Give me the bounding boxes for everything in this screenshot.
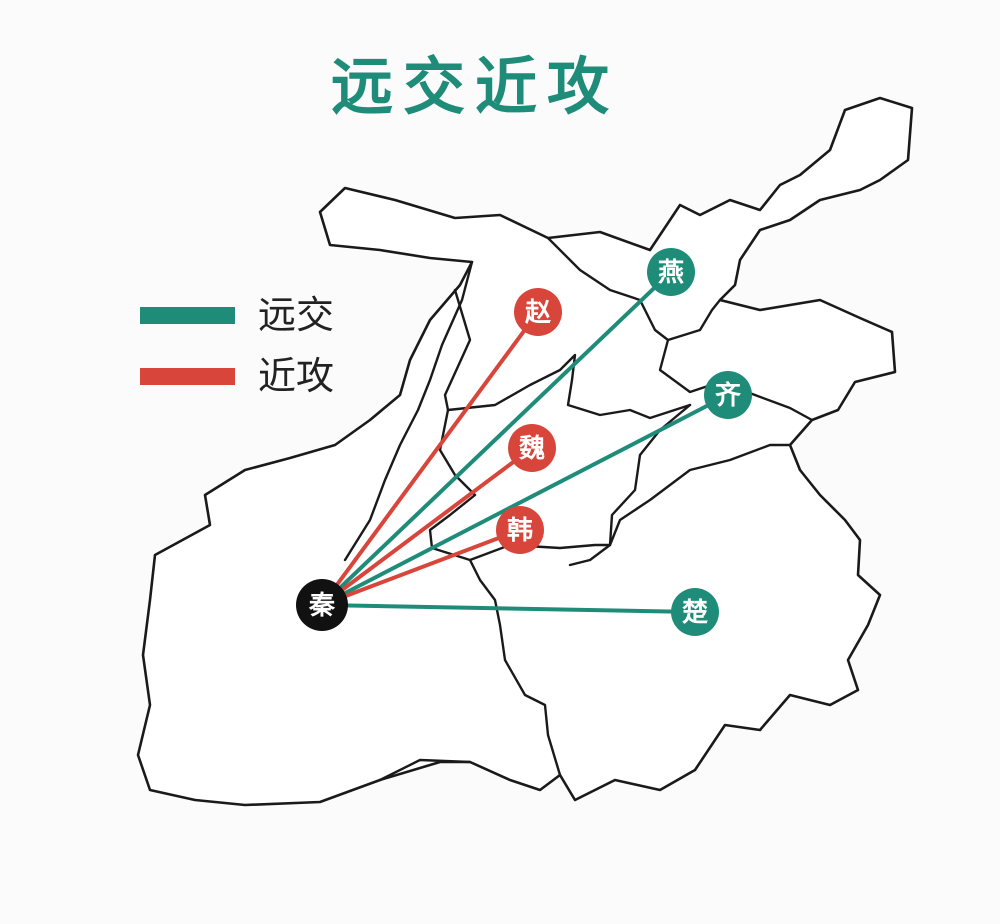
- qin-circle: [296, 579, 348, 631]
- legend: 远交 近攻: [140, 293, 334, 398]
- border-qin-south: [378, 758, 472, 782]
- node-zhao[interactable]: 赵: [514, 288, 562, 336]
- legend-near-label: 近攻: [258, 354, 334, 398]
- han-circle: [496, 506, 544, 554]
- chu-circle: [671, 588, 719, 636]
- legend-far-label: 远交: [258, 293, 334, 337]
- node-wei[interactable]: 魏: [508, 424, 556, 472]
- qin-label: 秦: [308, 591, 336, 621]
- node-han[interactable]: 韩: [496, 506, 544, 554]
- line-han: [320, 528, 522, 607]
- legend-near-swatch: [140, 368, 235, 385]
- border-wei-han: [428, 408, 612, 562]
- node-qin[interactable]: 秦: [296, 579, 348, 631]
- line-yan: [320, 270, 673, 607]
- wei-label: 魏: [518, 434, 545, 464]
- zhao-label: 赵: [524, 298, 552, 328]
- qi-label: 齐: [715, 380, 742, 411]
- border-zhao-wei: [443, 288, 692, 420]
- state-nodes: 赵 燕魏 齐韩楚: [496, 248, 752, 636]
- line-zhao: [320, 310, 540, 607]
- chu-label: 楚: [682, 598, 708, 628]
- line-wei: [320, 446, 534, 607]
- border-qin-zhao: [343, 260, 474, 562]
- han-label: 韩: [507, 516, 533, 546]
- border-han-chu: [468, 558, 562, 777]
- yan-circle: [647, 248, 695, 296]
- line-chu: [320, 603, 697, 614]
- node-chu[interactable]: 楚: [671, 588, 719, 636]
- node-yan[interactable]: 燕: [647, 248, 695, 296]
- node-qi[interactable]: 齐: [704, 371, 752, 419]
- zhao-circle: [514, 288, 562, 336]
- yan-label: 燕: [658, 258, 684, 288]
- wei-circle: [508, 424, 556, 472]
- line-qi: [320, 393, 730, 607]
- legend-far-swatch: [140, 307, 235, 324]
- border-wei-qi: [568, 403, 692, 567]
- connection-lines: [320, 270, 730, 614]
- border-qi-chu: [608, 443, 792, 547]
- qi-circle: [704, 371, 752, 419]
- map-title: 远交近攻: [331, 50, 619, 123]
- border-zhao-yan: [546, 236, 722, 342]
